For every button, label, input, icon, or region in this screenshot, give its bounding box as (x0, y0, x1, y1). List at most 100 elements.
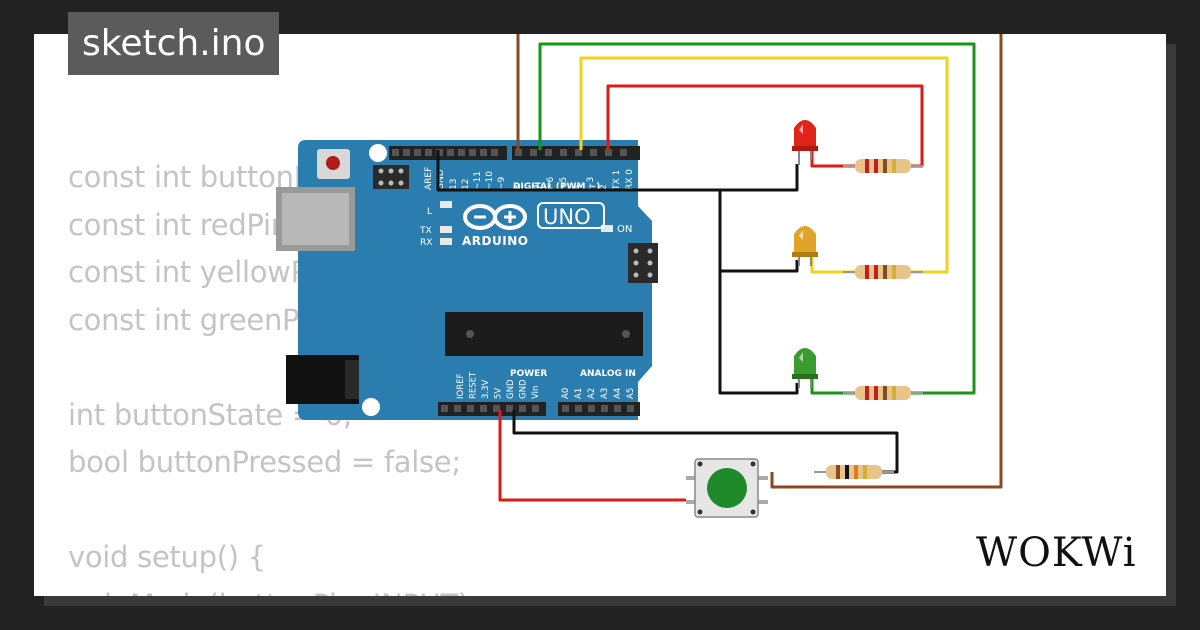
header-pin[interactable] (530, 149, 537, 156)
pin-label: RESET (469, 371, 479, 399)
uno-label: UNO (543, 205, 591, 229)
pin-label: GND (436, 169, 446, 190)
pin-label: 3.3V (481, 379, 491, 399)
resistor[interactable] (843, 386, 923, 400)
atmega-chip (445, 312, 643, 356)
wire-yellow-led-resistor[interactable] (810, 256, 855, 274)
header-pin[interactable] (392, 149, 399, 156)
header-pin[interactable] (605, 149, 612, 156)
file-tab-title[interactable]: sketch.ino (68, 12, 280, 75)
pin-label: A5 (626, 388, 636, 399)
header-pin[interactable] (575, 149, 582, 156)
rx-label: RX (420, 238, 432, 248)
pin-label: 8 (513, 184, 523, 190)
pin-label: A4 (613, 388, 623, 399)
digital-label: DIGITAL (PWM ~) (513, 182, 600, 192)
pin-label: GND (519, 379, 529, 399)
resistor[interactable] (843, 265, 923, 279)
pin-label: ~10 (485, 171, 495, 190)
resistor[interactable] (843, 159, 923, 173)
pin-label: GND (506, 379, 516, 399)
header-pin[interactable] (491, 149, 498, 156)
wire-red-led-resistor[interactable] (810, 150, 855, 168)
resistor[interactable] (814, 465, 894, 479)
l-led (440, 201, 452, 208)
code-line: pinMode(buttonPin, INPUT); (68, 582, 479, 597)
pin-label: RX 0 (625, 169, 635, 190)
header-pin[interactable] (493, 405, 500, 412)
header-pin[interactable] (560, 149, 567, 156)
tx-label: TX (419, 226, 432, 236)
arduino-uno-board[interactable]: L TX RX ON DIGITAL (PWM ~) POWER ANALOG … (276, 140, 658, 420)
header-pin[interactable] (614, 405, 621, 412)
pin-label: A2 (587, 388, 597, 399)
icsp-header (373, 165, 409, 189)
mount-hole (369, 144, 387, 162)
header-pin[interactable] (458, 149, 465, 156)
header-pin[interactable] (414, 149, 421, 156)
header-pin[interactable] (480, 149, 487, 156)
header-pin[interactable] (469, 149, 476, 156)
wire-green-led-resistor[interactable] (810, 378, 855, 395)
reset-button-cap (326, 156, 340, 170)
pin-label: 12 (461, 179, 471, 190)
on-label: ON (617, 224, 632, 235)
header-pin[interactable] (575, 405, 582, 412)
code-line: bool buttonPressed = false; (68, 445, 461, 479)
header-pin[interactable] (467, 405, 474, 412)
pin-label: IOREF (456, 374, 466, 399)
wokwi-logo: WOKWi (976, 530, 1136, 576)
pin-label: A0 (561, 388, 571, 399)
tx-led (440, 226, 452, 233)
pin-label: ~11 (473, 171, 483, 190)
header-pin[interactable] (454, 405, 461, 412)
wire-brown-button[interactable] (770, 30, 1003, 489)
header-pin[interactable] (441, 405, 448, 412)
wire-5v-button[interactable] (498, 410, 686, 502)
pin-label: 7 (534, 184, 544, 190)
pin-label: ~6 (546, 176, 556, 190)
header-pin[interactable] (620, 149, 627, 156)
code-line: void setup() { (68, 540, 266, 574)
power-label: POWER (510, 369, 547, 379)
led-yellow[interactable] (792, 226, 818, 266)
pin-label: Vin (531, 386, 541, 399)
header-pin[interactable] (480, 405, 487, 412)
pin-label: ~9 (497, 176, 507, 190)
pushbutton[interactable] (686, 458, 768, 518)
wire-gnd-green-led[interactable] (718, 271, 799, 395)
led-red[interactable] (792, 120, 818, 165)
pin-label: A1 (574, 388, 584, 399)
wire-yellow[interactable] (579, 56, 949, 274)
mount-hole (362, 398, 380, 416)
pin-label: AREF (424, 167, 434, 190)
header-pin[interactable] (627, 405, 634, 412)
wire-gnd-yellow-led[interactable] (718, 190, 799, 273)
header-pin[interactable] (506, 405, 513, 412)
pin-label: ~3 (586, 177, 596, 190)
header-pin[interactable] (545, 149, 552, 156)
pushbutton-cap[interactable] (707, 468, 747, 508)
header-pin[interactable] (515, 149, 522, 156)
header-pin[interactable] (519, 405, 526, 412)
header-pin[interactable] (562, 405, 569, 412)
pin-label: TX 1 (612, 170, 622, 191)
wire-green[interactable] (538, 42, 976, 395)
pin-label: A3 (600, 388, 610, 399)
wire-gnd-red-led[interactable] (436, 150, 799, 192)
header-pin[interactable] (601, 405, 608, 412)
header-pin[interactable] (532, 405, 539, 412)
icsp-header-2 (628, 243, 658, 283)
l-label: L (427, 207, 432, 217)
header-pin[interactable] (447, 149, 454, 156)
analog-label: ANALOG IN (580, 369, 636, 379)
header-pin[interactable] (590, 149, 597, 156)
led-green[interactable] (792, 348, 818, 388)
header-pin[interactable] (425, 149, 432, 156)
header-pin[interactable] (588, 405, 595, 412)
rx-led (440, 238, 452, 245)
wire-red[interactable] (606, 84, 924, 168)
header-pin[interactable] (403, 149, 410, 156)
arduino-logo-text: ARDUINO (462, 234, 528, 248)
